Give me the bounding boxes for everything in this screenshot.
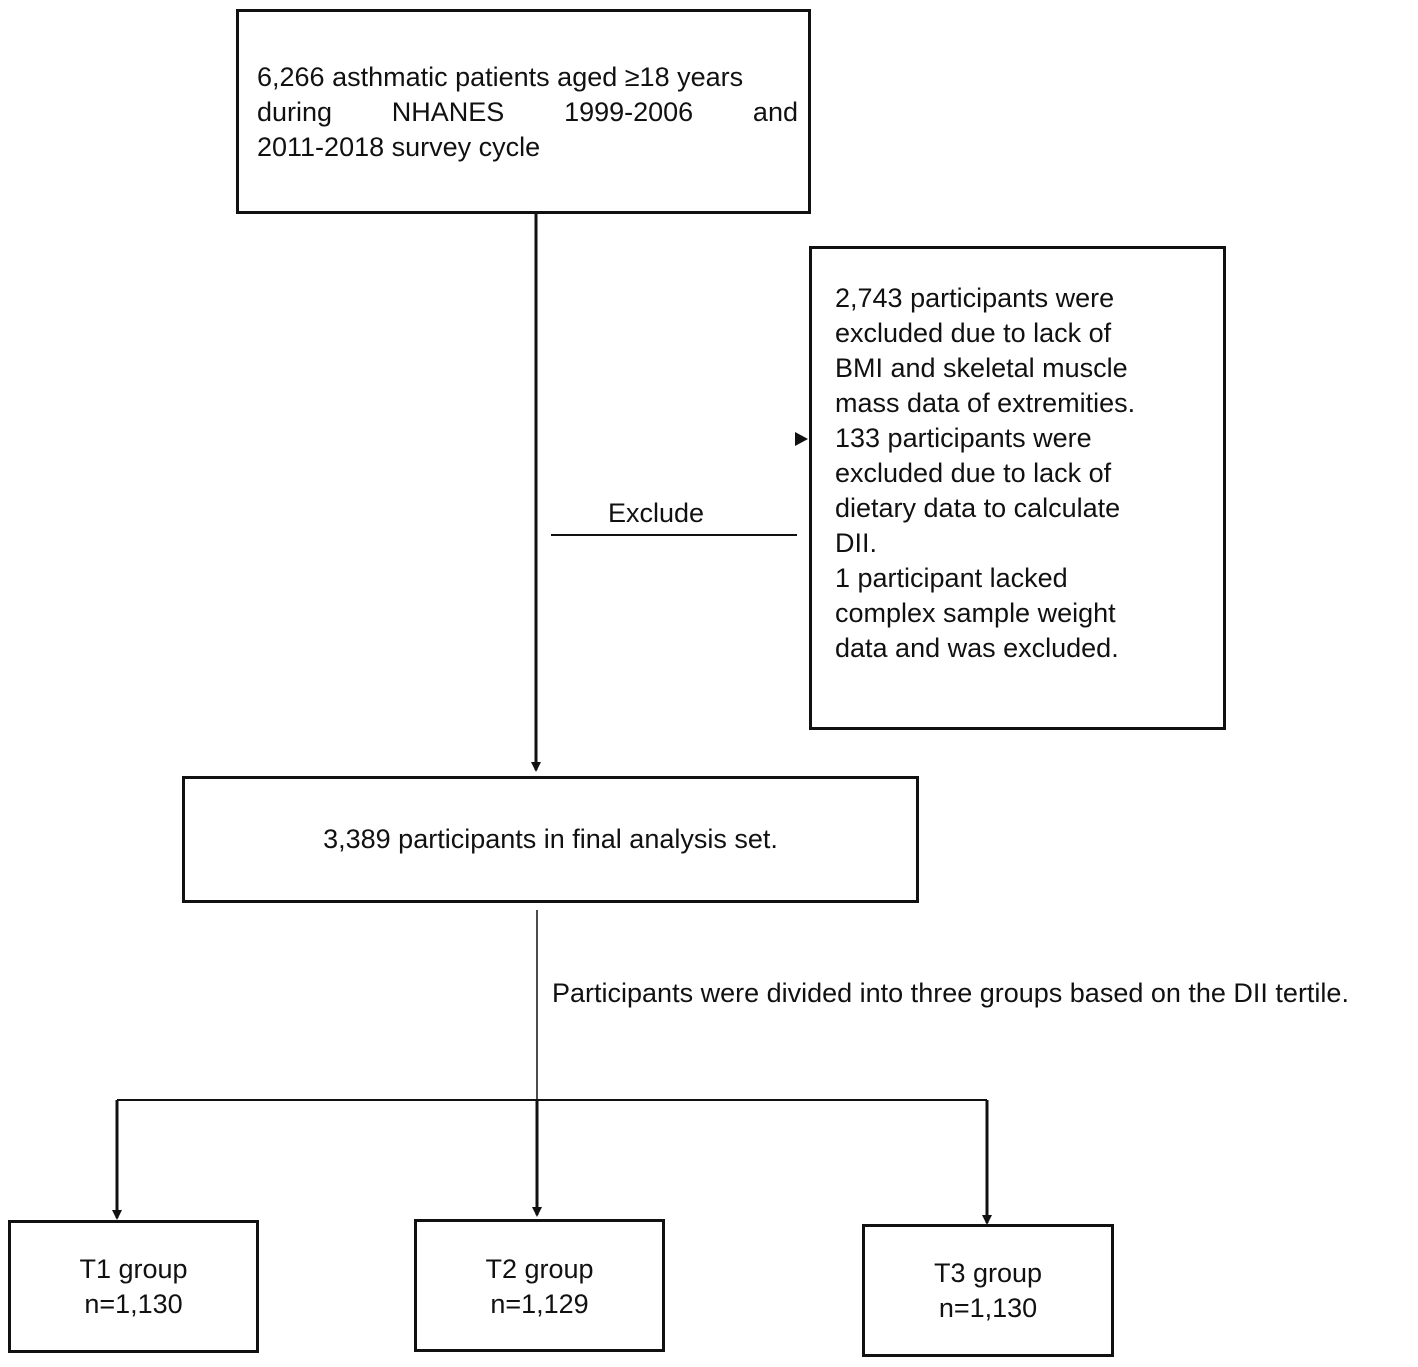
exclusion-line: mass data of extremities. — [835, 388, 1136, 418]
group-box-t2 — [414, 1219, 665, 1352]
start-box — [236, 9, 811, 214]
exclusion-line: excluded due to lack of — [835, 318, 1112, 348]
group-t2-text: T2 group n=1,129 — [414, 1252, 665, 1322]
exclusion-line: excluded due to lack of — [835, 458, 1112, 488]
exclusion-line: DII. — [835, 528, 878, 558]
exclusion-line: 2,743 participants were — [835, 283, 1115, 313]
final-box — [182, 776, 919, 903]
group-box-t1 — [8, 1220, 259, 1353]
final-box-text: 3,389 participants in final analysis set… — [323, 824, 778, 854]
exclude-arrowhead — [795, 432, 808, 446]
group-count: n=1,130 — [938, 1293, 1038, 1323]
group-name: T2 group — [485, 1254, 594, 1284]
group-count: n=1,130 — [84, 1289, 183, 1319]
group-t1-text: T1 group n=1,130 — [8, 1252, 259, 1322]
group-name: T3 group — [933, 1258, 1043, 1288]
exclusion-box-text: 2,743 participants were excluded due to … — [835, 281, 1135, 666]
exclusion-line: complex sample weight — [835, 598, 1116, 628]
group-name: T1 group — [79, 1254, 188, 1284]
exclusion-line: data and was excluded. — [835, 633, 1119, 663]
exclusion-line: BMI and skeletal muscle — [835, 353, 1128, 383]
exclusion-line: 133 participants were — [835, 423, 1092, 453]
start-line-2-word: and — [752, 97, 798, 127]
group-box-t3 — [862, 1224, 1114, 1357]
exclusion-line: 1 participant lacked — [835, 563, 1068, 593]
start-line-1: 6,266 asthmatic patients aged ≥18 years — [257, 62, 744, 92]
start-box-text: 6,266 asthmatic patients aged ≥18 years … — [257, 60, 798, 165]
start-line-2-word: 1999-2006 — [564, 97, 694, 127]
start-line-2-word: NHANES — [391, 97, 505, 127]
exclusion-line: dietary data to calculate — [835, 493, 1121, 523]
exclude-label: Exclude — [608, 498, 705, 528]
group-count: n=1,129 — [490, 1289, 589, 1319]
split-note: Participants were divided into three gro… — [552, 978, 1349, 1008]
group-t3-text: T3 group n=1,130 — [862, 1256, 1114, 1326]
start-line-2: during NHANES 1999-2006 and — [257, 95, 798, 130]
start-line-2-word: during — [257, 97, 333, 127]
exclusion-box — [809, 246, 1226, 730]
start-line-3: 2011-2018 survey cycle — [257, 132, 541, 162]
